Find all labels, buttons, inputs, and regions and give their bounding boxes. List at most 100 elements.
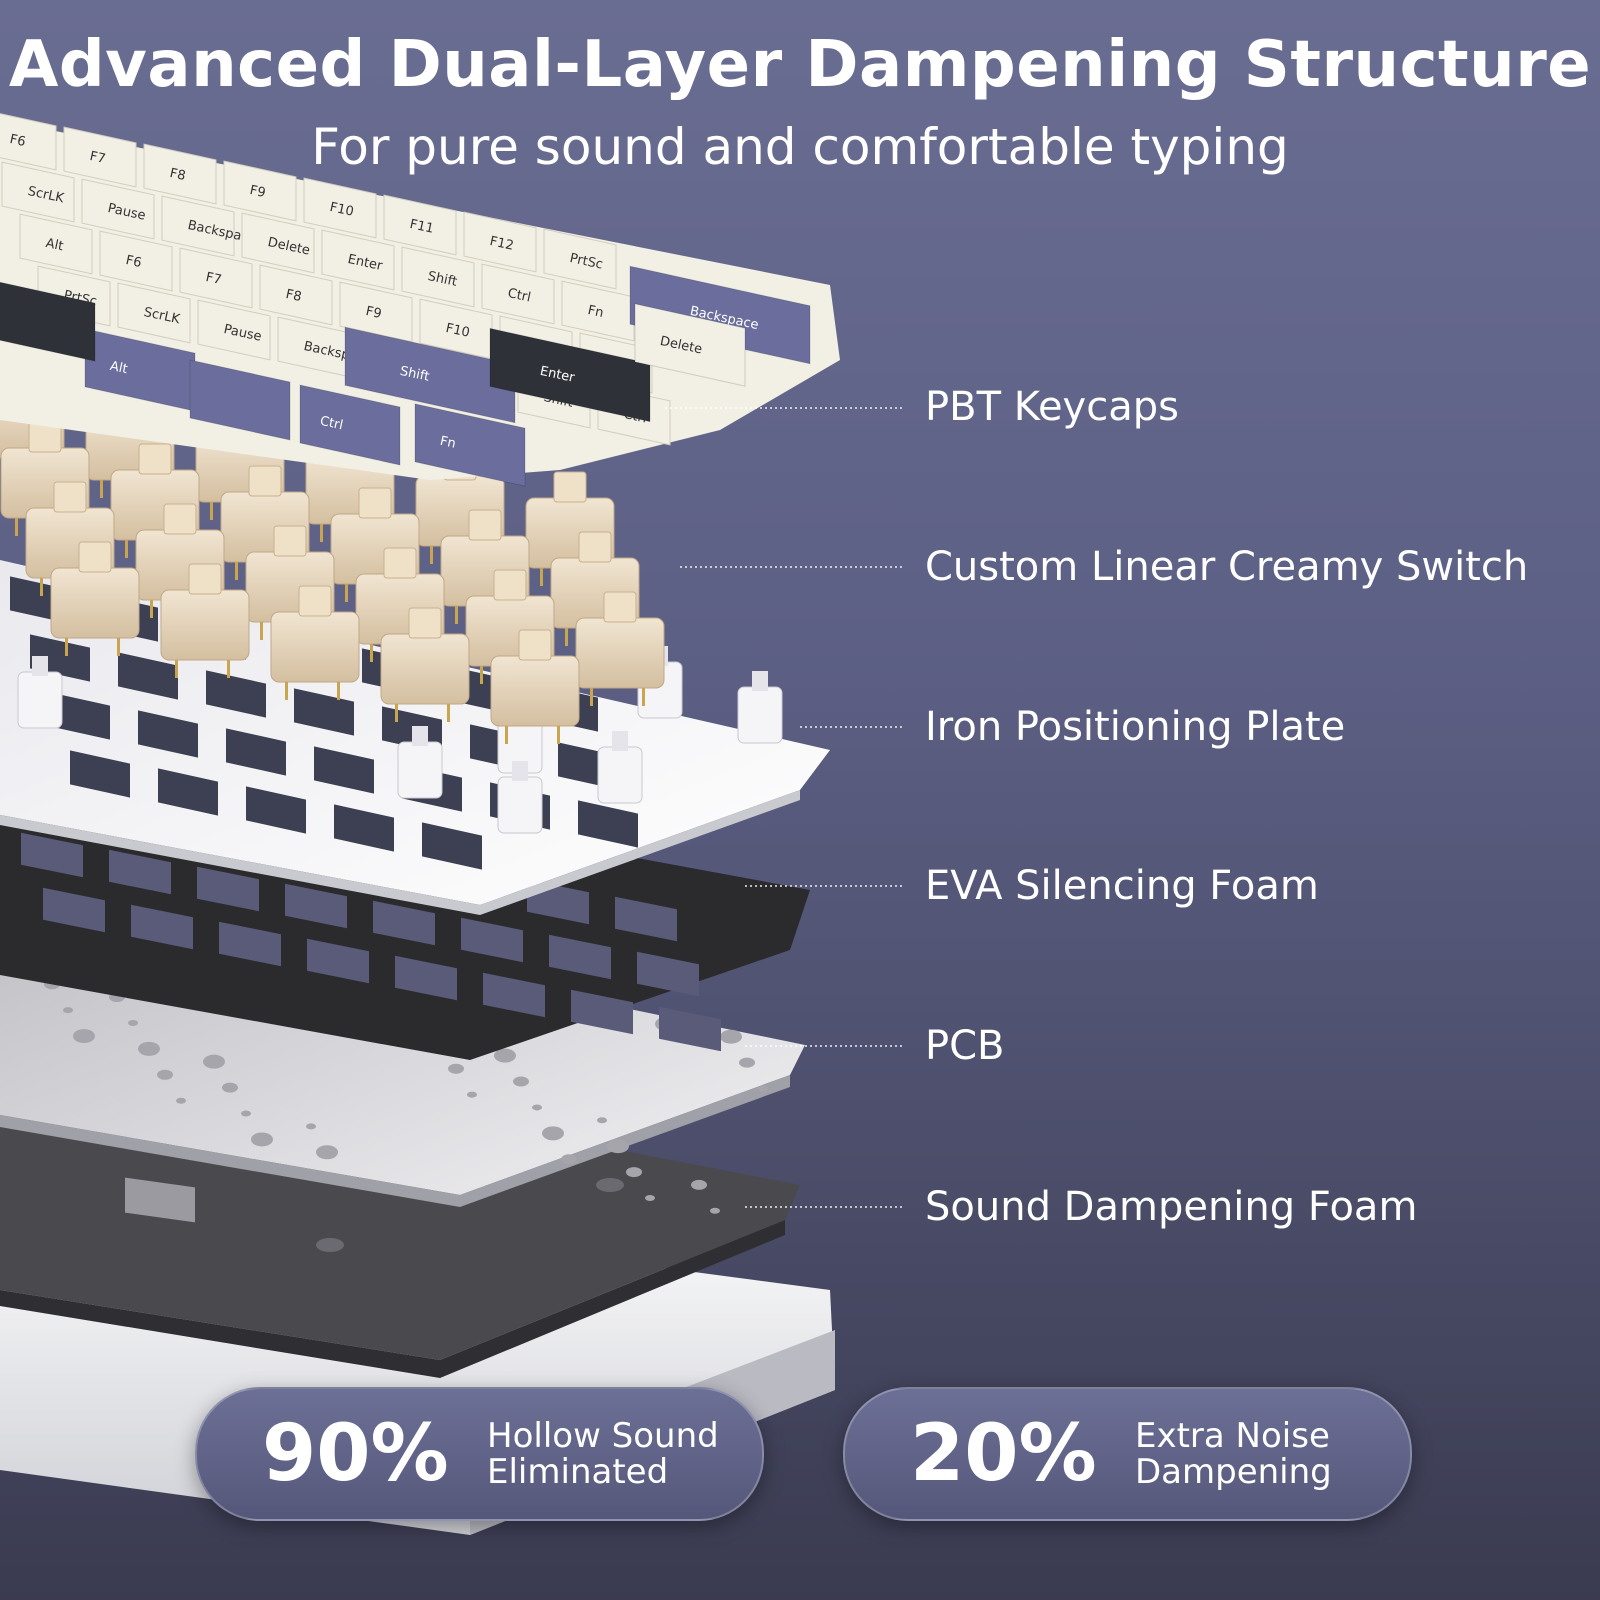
plate-cutout [334,804,394,852]
plate-cutout [578,800,638,848]
plate-cutout [158,768,218,816]
stat-value: 20% [910,1409,1097,1499]
pcb-hole [241,1110,251,1117]
pcb-hole [251,1132,273,1147]
pcb-hole [645,1195,655,1201]
switch-pin [642,688,645,706]
switch-stem [578,531,612,563]
foam-cutout [615,896,677,942]
keycap [81,178,155,240]
stabilizer-stem [512,761,528,781]
foam-cutout [637,951,699,997]
keycap [143,143,217,205]
stat-description: Extra Noise Dampening [1135,1418,1332,1490]
keycap [1,161,75,223]
keycap [161,195,235,257]
layer-label-plate: Iron Positioning Plate [925,704,1346,750]
plate-cutout [246,786,306,834]
foam-cutout [219,921,281,967]
switch-stem [358,487,392,519]
keycap [197,299,271,361]
keycap-layer: F6F7F8F9F10F11F12PrtScScrLKPauseBackspac… [0,113,840,487]
keycap-legend: F6 [124,253,143,271]
modifier-keycap [489,327,651,423]
keycap [179,247,253,309]
keycap [463,211,537,273]
foam-cutout [131,904,193,950]
switch-pin [430,546,433,564]
stat-line-2: Dampening [1135,1452,1332,1492]
foam-cutout [21,832,83,878]
keycap-legend: PrtSc [568,251,604,273]
switch-pin [227,660,230,678]
modifier-keycap [344,326,516,424]
switch-pin [210,502,213,520]
switch-pin [235,562,238,580]
pcb-hole [316,1145,338,1160]
switch-pin [337,682,340,700]
stat-line-1: Extra Noise [1135,1416,1330,1456]
pcb-hole [222,1082,238,1093]
keycap-legend: F7 [88,149,107,167]
switch-stem [493,569,527,601]
pcb-hole [691,1179,707,1190]
foam-cutout [197,866,259,912]
pcb-hole [203,1054,225,1069]
plate-cutout [206,670,266,718]
keycap-legend: F11 [408,217,435,237]
pcb-hole [561,1154,577,1165]
switch-pin [505,726,508,744]
keycap-legend: F8 [284,287,303,305]
keycap [383,194,457,256]
pcb-hole [73,1029,95,1044]
pcb-hole [597,1117,607,1124]
keycap [99,230,173,292]
pcb-hole [739,1057,755,1068]
stat-badge-noise-dampening: 20% Extra Noise Dampening [843,1387,1412,1521]
keycap-legend: Alt [109,359,129,377]
switch-stem [603,591,637,623]
layer-label-eva-foam: EVA Silencing Foam [925,863,1319,909]
keycap [117,282,191,344]
keycap-legend: Enter [539,364,577,386]
layer-label-switch: Custom Linear Creamy Switch [925,544,1529,590]
keycap-legend: F7 [204,270,223,288]
pcb-hole [467,1091,477,1098]
switch-pin [285,682,288,700]
foam-cutout [43,887,105,933]
plate-cutout [422,822,482,870]
keycap-legend: F6 [8,132,27,150]
pcb-hole [128,1019,138,1026]
pcb-hole [176,1097,186,1104]
pcb-hole [63,1007,73,1014]
foam-cutout [109,849,171,895]
switch-pin [395,704,398,722]
modifier-keycap [414,403,526,487]
plate-cutout [70,750,130,798]
plate-cutout [294,688,354,736]
pcb-hole [710,1207,720,1214]
stabilizer-stem [412,726,428,746]
page-title: Advanced Dual-Layer Dampening Structure [8,28,1592,102]
keycap-legend: Enter [346,252,384,274]
keycap [303,177,377,239]
switch-pin [125,540,128,558]
layer-label-keycaps: PBT Keycaps [925,384,1179,430]
plate-cutout [118,652,178,700]
switch-pin [345,584,348,602]
pcb-hole [448,1063,464,1074]
stat-line-2: Eliminated [487,1452,669,1492]
pcb-hole [626,1167,642,1178]
switch-pin [65,638,68,656]
stat-line-1: Hollow Sound [487,1416,719,1456]
switch-pin [447,704,450,722]
switch-stem [188,563,222,595]
foam-cutout [285,883,347,929]
keycap-legend: Alt [44,236,64,254]
pcb-hole [513,1076,529,1087]
foam-cutout [307,938,369,984]
pcb-hole [758,1085,768,1092]
keycap-legend: Shift [399,364,431,385]
keycap-legend: F8 [168,166,187,184]
